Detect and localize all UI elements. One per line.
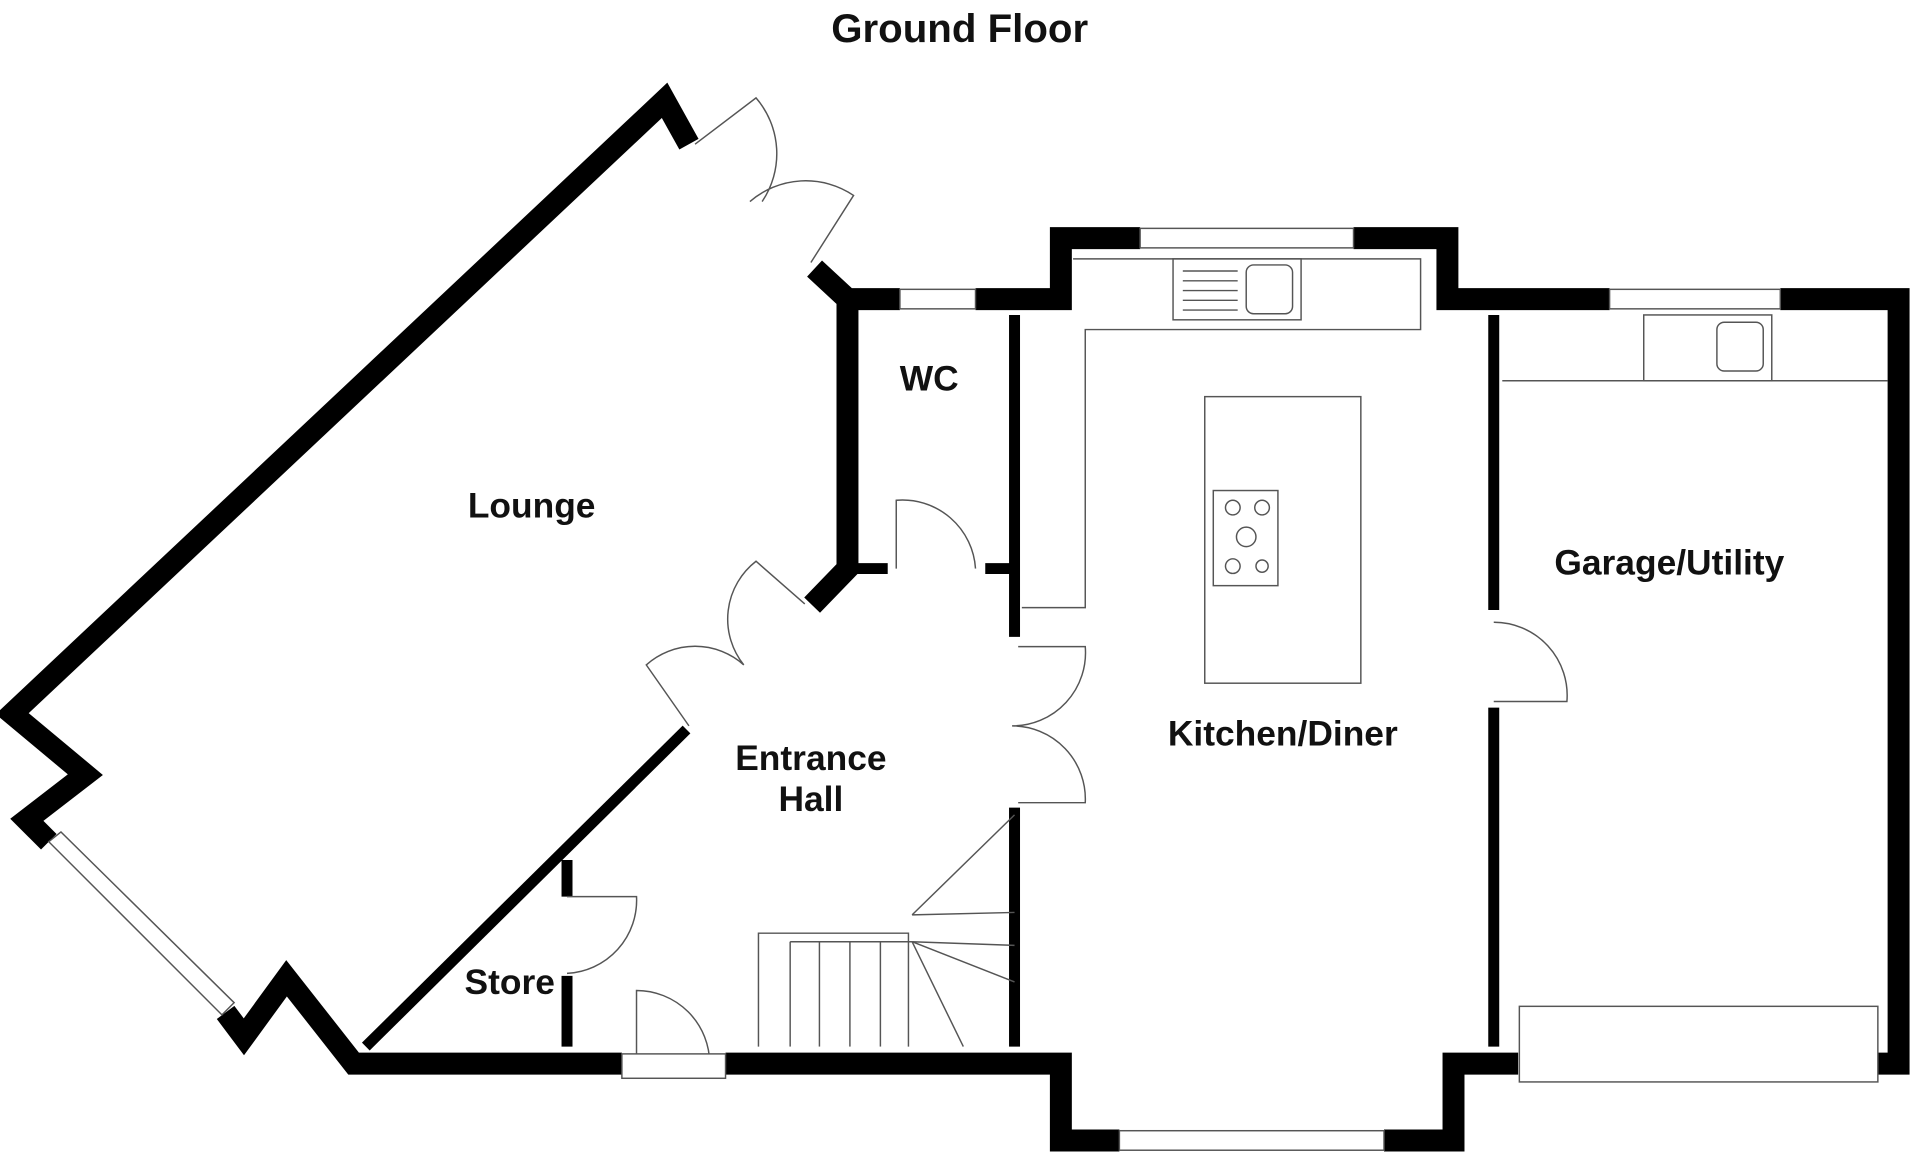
room-label-hall-line1: Entrance [735, 739, 886, 778]
doors [566, 96, 1568, 1080]
drainer-icon [1182, 270, 1238, 311]
floor-title: Ground Floor [831, 6, 1088, 51]
room-label-hall-line2: Hall [778, 780, 843, 819]
room-label-kitchen: Kitchen/Diner [1168, 714, 1398, 753]
windows [47, 227, 1782, 1151]
room-label-wc: WC [900, 360, 959, 399]
walls [0, 82, 1910, 1152]
room-label-store: Store [465, 963, 555, 1002]
room-label-lounge: Lounge [468, 486, 596, 525]
garage-door [1518, 1005, 1879, 1083]
hob-icon [1212, 489, 1279, 587]
staircase [757, 814, 1016, 1047]
room-label-garage: Garage/Utility [1554, 544, 1784, 583]
kitchen-fittings [1021, 258, 1888, 1083]
kitchen-island [1204, 395, 1362, 684]
